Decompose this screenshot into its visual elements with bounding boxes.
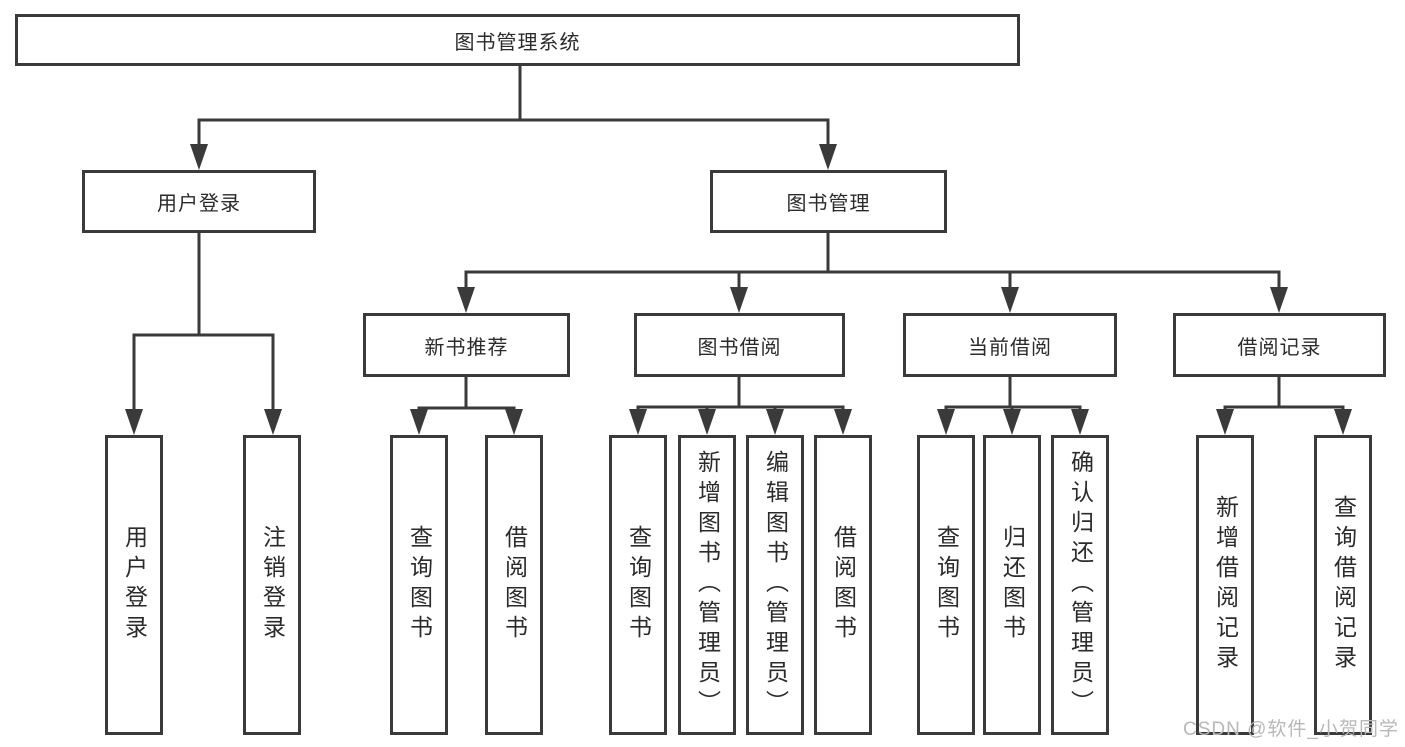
leaf-borrowing-query-books: 查询图书 xyxy=(609,435,667,735)
leaf-label: 查询图书 xyxy=(933,525,960,645)
leaf-label: 新增图书（管理员） xyxy=(694,450,721,720)
node-book-management: 图书管理 xyxy=(710,170,947,233)
leaf-label: 借阅图书 xyxy=(501,525,528,645)
leaf-label: 确认归还（管理员） xyxy=(1067,450,1094,720)
leaf-borrowing-add-books: 新增图书（管理员） xyxy=(678,435,736,735)
node-library-management-system: 图书管理系统 xyxy=(15,14,1020,66)
leaf-label: 查询图书 xyxy=(406,525,433,645)
node-book-borrowing: 图书借阅 xyxy=(634,313,845,377)
leaf-label: 查询图书 xyxy=(625,525,652,645)
leaf-label: 用户登录 xyxy=(121,525,148,645)
node-current-borrowing: 当前借阅 xyxy=(903,313,1117,377)
leaf-current-query-books: 查询图书 xyxy=(917,435,975,735)
leaf-label: 归还图书 xyxy=(999,525,1026,645)
leaf-label: 查询借阅记录 xyxy=(1330,495,1357,675)
leaf-borrowing-edit-books: 编辑图书（管理员） xyxy=(746,435,804,735)
node-user-login: 用户登录 xyxy=(82,170,316,233)
node-borrowing-records: 借阅记录 xyxy=(1173,313,1386,377)
leaf-current-confirm-return: 确认归还（管理员） xyxy=(1051,435,1109,735)
leaf-records-query-record: 查询借阅记录 xyxy=(1314,435,1372,735)
leaf-current-return-books: 归还图书 xyxy=(983,435,1041,735)
leaf-logout: 注销登录 xyxy=(243,435,301,735)
leaf-label: 借阅图书 xyxy=(830,525,857,645)
leaf-records-add-record: 新增借阅记录 xyxy=(1196,435,1254,735)
node-new-book-recommend: 新书推荐 xyxy=(363,313,570,377)
leaf-label: 注销登录 xyxy=(259,525,286,645)
edge-arrowheads xyxy=(125,144,1352,435)
csdn-watermark: CSDN @软件_小贺同学 xyxy=(1183,719,1399,740)
leaf-label: 编辑图书（管理员） xyxy=(762,450,789,720)
leaf-borrowing-borrow-books: 借阅图书 xyxy=(814,435,872,735)
leaf-user-login: 用户登录 xyxy=(105,435,163,735)
leaf-recommend-query-books: 查询图书 xyxy=(390,435,448,735)
leaf-recommend-borrow-books: 借阅图书 xyxy=(485,435,543,735)
leaf-label: 新增借阅记录 xyxy=(1212,495,1239,675)
